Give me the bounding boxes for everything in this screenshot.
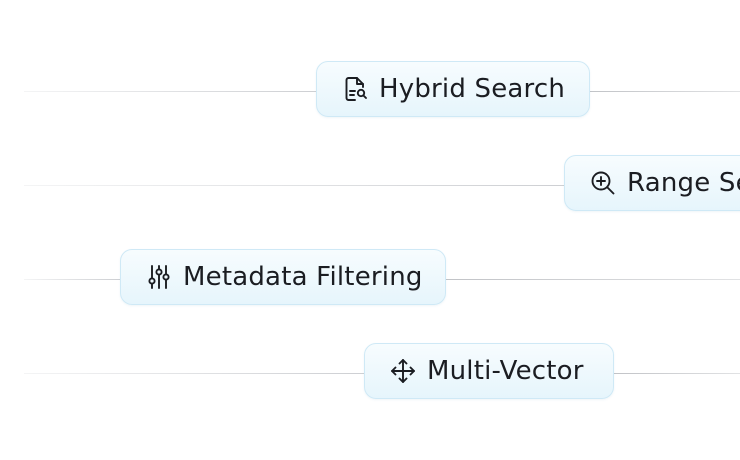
connector-line — [24, 373, 364, 374]
feature-chip-metadata-filtering[interactable]: Metadata Filtering — [120, 249, 446, 305]
connector-line — [614, 373, 740, 374]
feature-chip-hybrid-search[interactable]: Hybrid Search — [316, 61, 590, 117]
document-search-icon — [341, 75, 369, 103]
feature-chip-label: Multi-Vector — [427, 356, 584, 386]
connector-line — [24, 185, 564, 186]
feature-chip-label: Range Se — [627, 168, 740, 198]
connector-line — [24, 279, 120, 280]
move-arrows-icon — [389, 357, 417, 385]
sliders-icon — [145, 263, 173, 291]
feature-chip-multi-vector[interactable]: Multi-Vector — [364, 343, 614, 399]
feature-chip-label: Metadata Filtering — [183, 262, 423, 292]
connector-line — [446, 279, 740, 280]
connector-line — [590, 91, 740, 92]
feature-chip-label: Hybrid Search — [379, 74, 566, 104]
feature-chip-range-search[interactable]: Range Se — [564, 155, 740, 211]
connector-line — [24, 91, 316, 92]
zoom-in-icon — [589, 169, 617, 197]
